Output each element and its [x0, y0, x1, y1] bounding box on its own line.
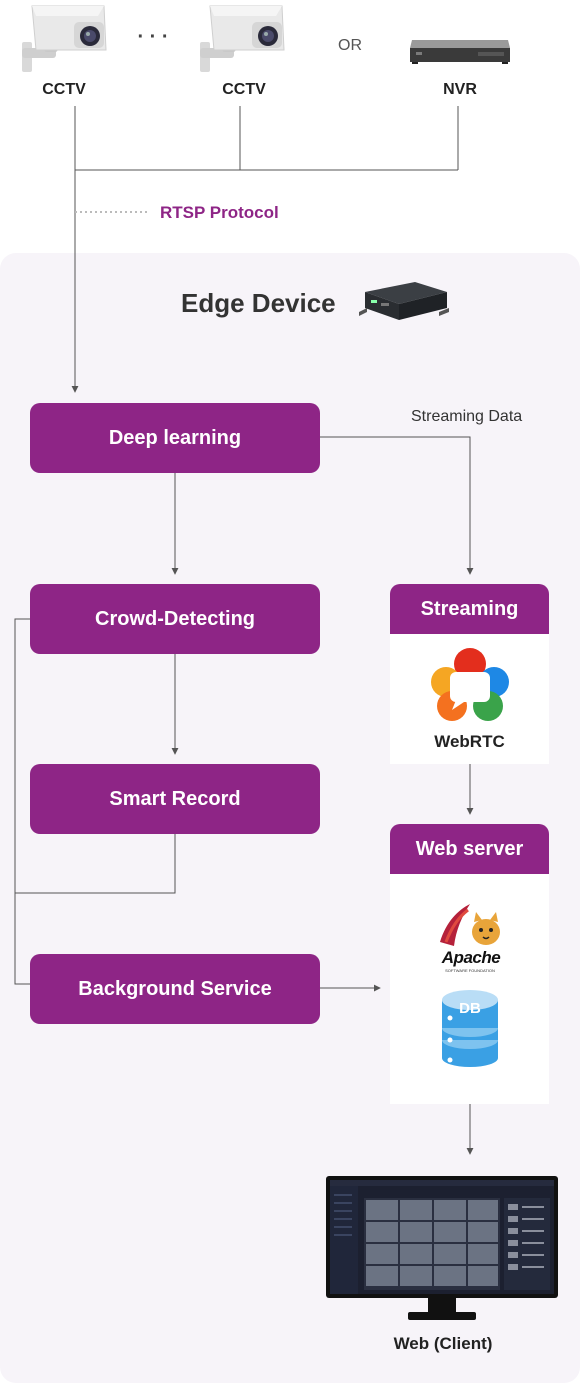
or-label: OR [338, 37, 362, 54]
cctv-1-label: CCTV [42, 81, 86, 98]
deep-learning-box: Deep learning [30, 403, 320, 473]
protocol-label: RTSP Protocol [160, 203, 279, 222]
web-client-label: Web (Client) [393, 1334, 493, 1353]
edge-device-hardware-icon [359, 282, 449, 320]
nvr-recorder-icon [410, 40, 510, 64]
edge-device-title: Edge Device [181, 288, 336, 318]
smart-record-box: Smart Record [30, 764, 320, 834]
db-label: DB [459, 1000, 481, 1017]
cctv-camera-1-icon [22, 5, 107, 72]
streaming-card: Streaming WebRTC [390, 584, 549, 764]
ellipsis-dots: · · · [137, 26, 169, 48]
apache-label: Apache [441, 948, 501, 967]
streaming-data-label: Streaming Data [411, 408, 523, 425]
web-client-monitor-icon [326, 1176, 558, 1320]
background-service-box: Background Service [30, 954, 320, 1024]
streaming-card-header: Streaming [390, 584, 549, 634]
nvr-label: NVR [443, 81, 477, 98]
crowd-detecting-box: Crowd-Detecting [30, 584, 320, 654]
web-server-card: Web server Apache SOFTWARE FOUNDATION DB [390, 824, 549, 1104]
webrtc-label: WebRTC [434, 732, 505, 751]
cctv-2-label: CCTV [222, 81, 266, 98]
apache-tomcat-icon [440, 904, 500, 946]
web-server-card-header: Web server [390, 824, 549, 874]
apache-sub-label: SOFTWARE FOUNDATION [445, 968, 495, 973]
database-icon [442, 990, 498, 1067]
webrtc-logo-icon [431, 648, 509, 721]
cctv-camera-2-icon [200, 5, 285, 72]
